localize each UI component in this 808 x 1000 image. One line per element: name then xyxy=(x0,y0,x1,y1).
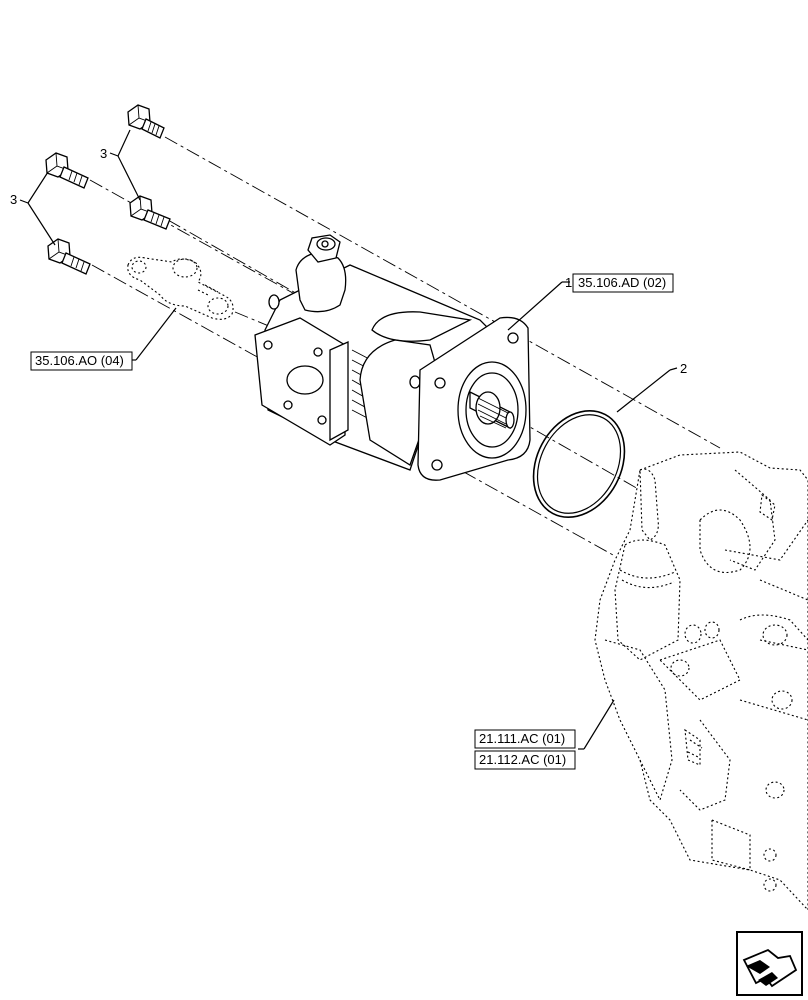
callout-1: 1 xyxy=(565,275,572,290)
next-page-arrow-icon[interactable] xyxy=(736,931,803,996)
reference-pump[interactable]: 35.106.AD (02) xyxy=(572,273,674,293)
callout-3-lower: 3 xyxy=(10,192,17,207)
reference-valve[interactable]: 35.106.AO (04) xyxy=(30,351,133,371)
callout-2: 2 xyxy=(680,361,687,376)
bolt-top xyxy=(127,104,165,139)
dotted-valve xyxy=(127,256,234,320)
reference-housing-2-text[interactable]: 21.112.AC (01) xyxy=(479,752,566,767)
bolt-left-upper xyxy=(45,152,89,189)
reference-housing-1[interactable]: 21.111.AC (01) xyxy=(474,729,576,749)
leader-1 xyxy=(507,281,570,331)
reference-valve-text[interactable]: 35.106.AO (04) xyxy=(35,353,124,368)
leader-ref-housing xyxy=(578,699,615,750)
hydraulic-pump xyxy=(254,234,531,481)
bolt-left-lower xyxy=(47,238,91,275)
reference-housing-1-text[interactable]: 21.111.AC (01) xyxy=(479,731,565,746)
callout-3-upper: 3 xyxy=(100,146,107,161)
leader-ref-valve xyxy=(131,307,177,361)
reference-pump-text[interactable]: 35.106.AD (02) xyxy=(578,275,666,290)
o-ring xyxy=(532,409,626,519)
dotted-transmission-housing xyxy=(594,451,808,911)
leader-2 xyxy=(616,367,678,413)
leader-3-lower xyxy=(19,171,56,246)
bolt-middle xyxy=(129,195,171,230)
reference-housing-2[interactable]: 21.112.AC (01) xyxy=(474,750,576,770)
leader-3-upper xyxy=(109,129,141,201)
